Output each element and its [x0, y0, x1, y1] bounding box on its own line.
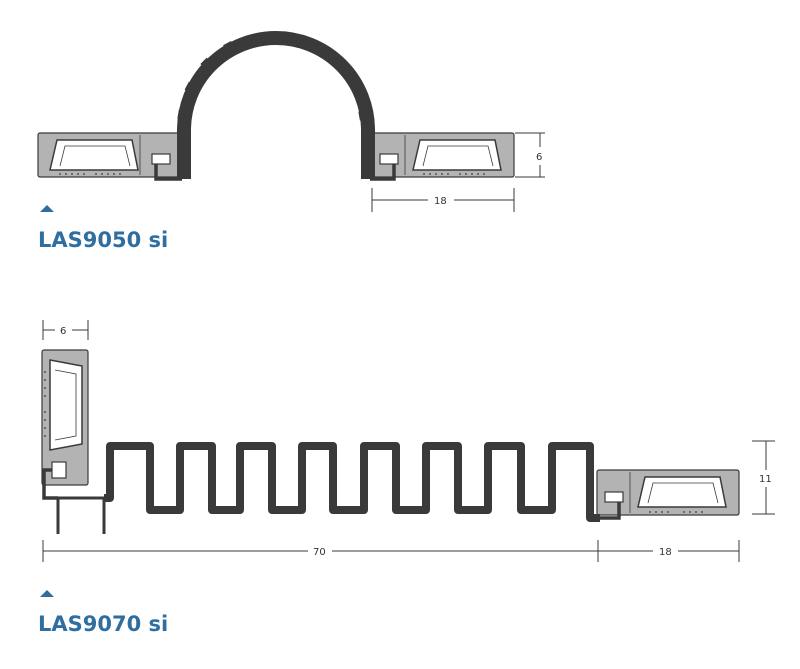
seal-clip-leg: [154, 164, 182, 181]
profile-channel-inner: [422, 145, 494, 167]
seal-clip-leg: [370, 164, 396, 181]
profile-dots: [59, 173, 121, 175]
dimension-height-label: 11: [759, 474, 772, 485]
seal-anchor: [42, 468, 58, 500]
seal-clip: [151, 153, 171, 165]
profile-dots: [649, 511, 703, 513]
dimension-width-right: [598, 540, 740, 562]
triangle-up-icon: [40, 205, 54, 212]
seal-clip-leg: [596, 502, 621, 520]
profile-channel: [49, 359, 83, 451]
right-profile: [370, 132, 515, 181]
diagram-title: LAS9050 si: [38, 228, 168, 252]
profile-channel: [637, 476, 727, 508]
dimension-height-label: 6: [536, 152, 542, 163]
dimension-gap: [42, 540, 599, 562]
dimension-width-right-label: 18: [659, 547, 672, 558]
seal-clip: [379, 153, 399, 165]
left-profile: [37, 132, 184, 181]
profile-channel-inner: [59, 145, 131, 167]
left-vertical-profile: [41, 349, 106, 534]
dimension-width-right-label: 18: [434, 196, 447, 207]
dimension-width-left-label: 6: [60, 326, 66, 337]
profile-dots: [44, 371, 46, 437]
diagram-title: LAS9070 si: [38, 612, 168, 636]
profile-channel-inner: [54, 369, 77, 441]
profile-channel: [49, 139, 139, 171]
dimension-width-right: [371, 188, 515, 212]
profile-dots: [423, 173, 485, 175]
diagram-las9050: 6 18 LAS9050 si: [37, 31, 545, 252]
anchor-legs: [56, 496, 106, 534]
seal-clip: [51, 461, 67, 479]
triangle-up-icon: [40, 590, 54, 597]
arch-seal: [177, 31, 375, 179]
arch-ribs: [177, 33, 367, 121]
dimension-height: [752, 440, 775, 515]
diagram-las9070: 6: [38, 320, 775, 636]
seal-clip: [604, 491, 624, 503]
profile-channel-inner: [647, 482, 719, 504]
dimension-width-left: [42, 320, 89, 340]
dimension-gap-label: 70: [313, 547, 326, 558]
dimension-height: [515, 132, 545, 178]
profile-channel: [412, 139, 502, 171]
serpentine-seal: [104, 442, 600, 522]
right-profile: [596, 469, 740, 520]
